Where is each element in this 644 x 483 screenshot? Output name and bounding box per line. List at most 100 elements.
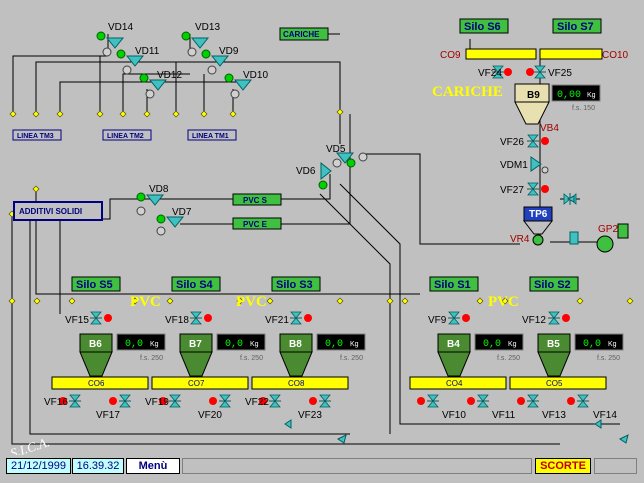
valve-label-vf21: VF21 — [265, 315, 289, 326]
tank-b5[interactable] — [537, 333, 571, 377]
menu-button[interactable]: Menù — [126, 458, 180, 474]
tank-b4[interactable] — [437, 333, 471, 377]
pvc-left-title-2: PVC — [236, 294, 267, 310]
silo-s1-tag[interactable] — [429, 276, 479, 292]
silo-s6-tag[interactable] — [459, 18, 509, 34]
belt-co4-label: CO4 — [446, 379, 463, 388]
silo-s7-label: Silo S7 — [557, 21, 594, 33]
status-date: 21/12/1999 — [6, 458, 71, 474]
vd-valves-mid[interactable] — [136, 152, 368, 236]
tank-b7-fs: f.s. 250 — [240, 355, 263, 362]
cariche-line-label: CARICHE — [283, 30, 320, 39]
solid-additives-button[interactable] — [13, 201, 103, 221]
tank-b7[interactable] — [179, 333, 213, 377]
tank-b8[interactable] — [279, 333, 313, 377]
silo-s6-label: Silo S6 — [464, 21, 501, 33]
belts-left — [51, 376, 349, 390]
solid-additives-label: ADDITIVI SOLIDI — [19, 207, 82, 216]
pvc-left-title-1: PVC — [130, 294, 161, 310]
pvc-e-tag[interactable] — [232, 217, 282, 230]
valve-label-vf11: VF11 — [492, 410, 516, 421]
tank-displays-left — [116, 333, 366, 351]
line-tm3-label: LINEA TM3 — [17, 133, 54, 140]
tank-b4-fs: f.s. 250 — [497, 355, 520, 362]
belt-co7-label: CO7 — [188, 379, 205, 388]
tank-b4-value: 0,0 — [483, 339, 501, 350]
valve-label-vf16: VF16 — [44, 397, 68, 408]
silo-s3-tag[interactable] — [271, 276, 321, 292]
valves-right[interactable] — [417, 311, 590, 408]
valve-label-vd9: VD9 — [219, 46, 239, 57]
cariche-line-tag[interactable] — [279, 27, 329, 41]
tank-b6[interactable] — [79, 333, 113, 377]
silo-s4-tag[interactable] — [171, 276, 221, 292]
tank-b8-label: B8 — [289, 339, 302, 350]
silo-s7-tag[interactable] — [552, 18, 602, 34]
silo-s1-label: Silo S1 — [434, 279, 471, 291]
pvc-right-title: PVC — [488, 294, 519, 310]
tank-b5-label: B5 — [547, 339, 560, 350]
tank-b5-value: 0,0 — [583, 339, 601, 350]
valve-label-vf10: VF10 — [442, 410, 466, 421]
tank-b5-fs: f.s. 250 — [597, 355, 620, 362]
line-tm1-label: LINEA TM1 — [192, 133, 229, 140]
tank-b4-label: B4 — [447, 339, 460, 350]
tank-b9-unit: Kg — [587, 92, 596, 99]
charges-valves[interactable] — [491, 65, 549, 196]
valve-label-vb4: VB4 — [540, 123, 559, 134]
tank-b4-unit: Kg — [508, 341, 517, 348]
pvc-s-tag[interactable] — [232, 193, 282, 206]
tank-b9-label: B9 — [527, 90, 540, 101]
pump-gp2[interactable] — [550, 223, 629, 253]
pvc-s-label: PVC S — [243, 196, 268, 205]
valve-label-vf26: VF26 — [500, 137, 524, 148]
tank-b6-label: B6 — [89, 339, 102, 350]
valve-label-vf24: VF24 — [478, 68, 502, 79]
line-tags[interactable] — [12, 129, 237, 141]
tank-b6-fs: f.s. 250 — [140, 355, 163, 362]
status-bar: 21/12/1999 16.39.32 Menù SCORTE — [0, 455, 644, 483]
tank-displays-right — [474, 333, 624, 351]
valve-label-vf27: VF27 — [500, 185, 524, 196]
status-time: 16.39.32 — [72, 458, 124, 474]
valve-label-vd5: VD5 — [326, 144, 346, 155]
conveyor-co9 — [465, 48, 537, 60]
valve-label-vf22: VF22 — [245, 397, 269, 408]
pvc-e-label: PVC E — [243, 220, 268, 229]
vd-valves-upper[interactable] — [96, 31, 253, 99]
scorte-button[interactable]: SCORTE — [535, 458, 591, 474]
valve-label-vf13: VF13 — [542, 410, 566, 421]
valve-label-vd12: VD12 — [157, 70, 182, 81]
valve-label-vf23: VF23 — [298, 410, 322, 421]
hopper-tp6-label: TP6 — [529, 209, 548, 220]
silo-s5-tag[interactable] — [71, 276, 121, 292]
belts-right — [409, 376, 607, 390]
tank-b6-value: 0,0 — [125, 339, 143, 350]
tank-b8-fs: f.s. 250 — [340, 355, 363, 362]
conveyor-co9-label: CO9 — [440, 50, 461, 61]
valve-label-vd11: VD11 — [135, 46, 160, 57]
valve-label-vd6: VD6 — [296, 166, 316, 177]
silo-s2-label: Silo S2 — [534, 279, 571, 291]
valve-label-vf12: VF12 — [522, 315, 546, 326]
valve-label-vd13: VD13 — [195, 22, 220, 33]
valve-label-vd8: VD8 — [149, 184, 169, 195]
valves-left[interactable] — [59, 311, 332, 408]
tank-b9-value: 0,00 — [557, 90, 581, 101]
conveyor-co10 — [539, 48, 603, 60]
tank-b7-value: 0,0 — [225, 339, 243, 350]
line-tm2-label: LINEA TM2 — [107, 133, 144, 140]
hopper-tp6[interactable] — [522, 206, 554, 246]
valve-label-vf14: VF14 — [593, 410, 617, 421]
belt-co6-label: CO6 — [88, 379, 105, 388]
silo-s4-label: Silo S4 — [176, 279, 214, 291]
silo-s2-tag[interactable] — [529, 276, 579, 292]
pump-gp2-label: GP2 — [598, 224, 618, 235]
tank-b9[interactable] — [514, 83, 550, 125]
valve-label-vdm1: VDM1 — [500, 160, 528, 171]
tank-b9-fs: f.s. 150 — [572, 105, 595, 112]
valve-label-vd14: VD14 — [108, 22, 133, 33]
tank-b8-value: 0,0 — [325, 339, 343, 350]
silo-s5-label: Silo S5 — [76, 279, 113, 291]
